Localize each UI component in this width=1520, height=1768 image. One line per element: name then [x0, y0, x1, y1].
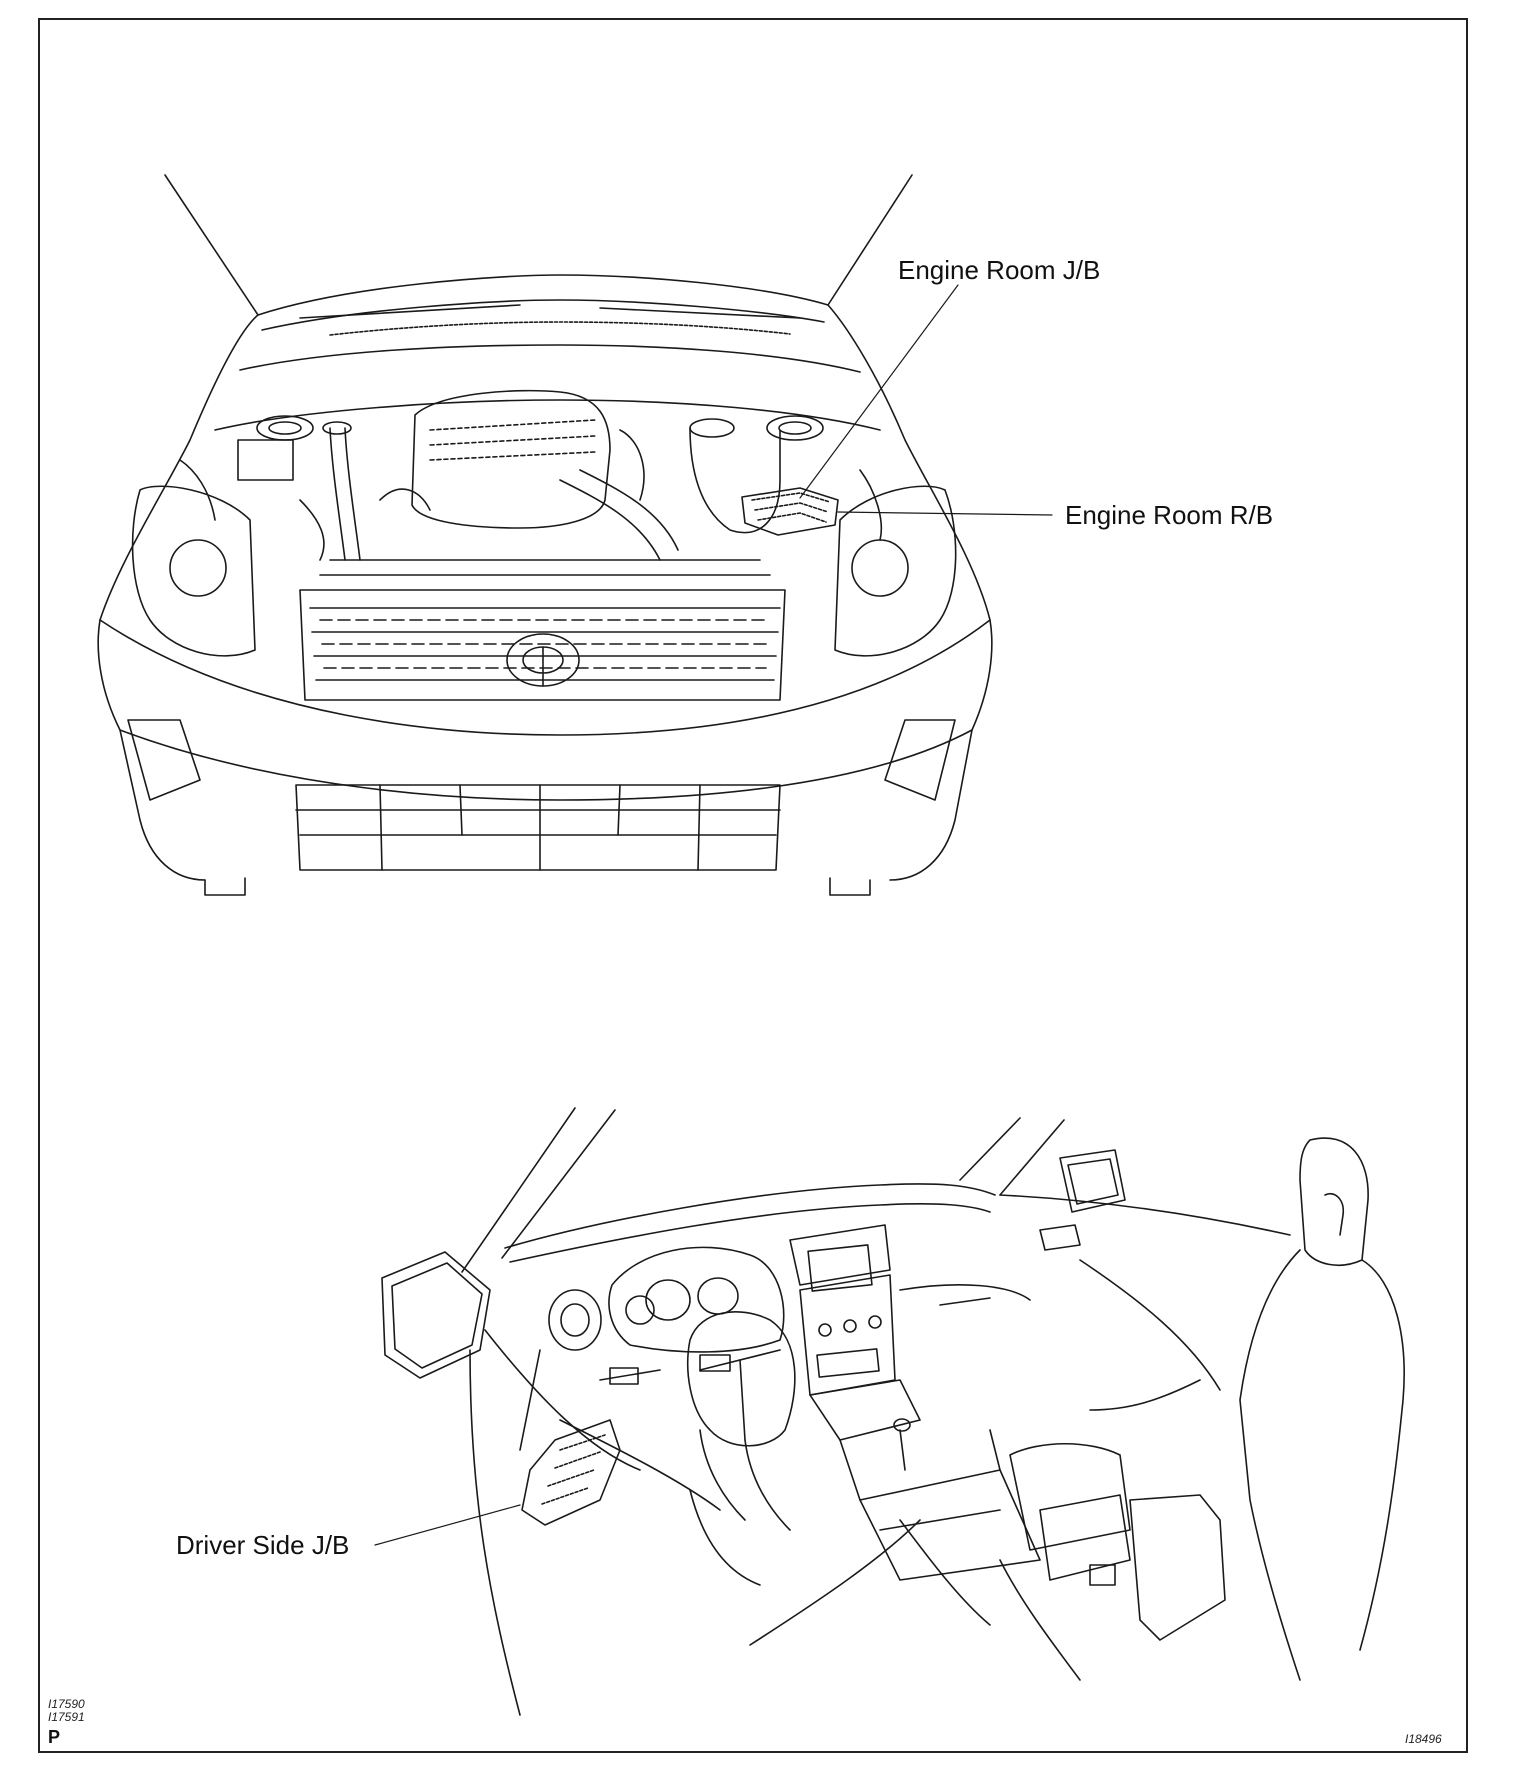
figure-id: I18496 — [1405, 1732, 1442, 1746]
front-engine-bay-view — [97, 174, 993, 896]
figure-ref-2: I17591 — [48, 1710, 85, 1724]
driver-side-interior-view — [381, 1107, 1405, 1716]
callout-engine-room-rb: Engine Room R/B — [1065, 500, 1274, 530]
leader-engine-room-rb — [837, 511, 1053, 516]
diagram-frame — [38, 18, 1468, 1753]
leader-driver-side-jb — [374, 1504, 521, 1546]
leader-engine-room-jb — [799, 284, 959, 499]
figure-ref-1: I17590 — [48, 1697, 85, 1711]
callout-driver-side-jb: Driver Side J/B — [176, 1530, 350, 1560]
callout-engine-room-jb: Engine Room J/B — [898, 255, 1101, 285]
page-marker: P — [48, 1727, 61, 1747]
